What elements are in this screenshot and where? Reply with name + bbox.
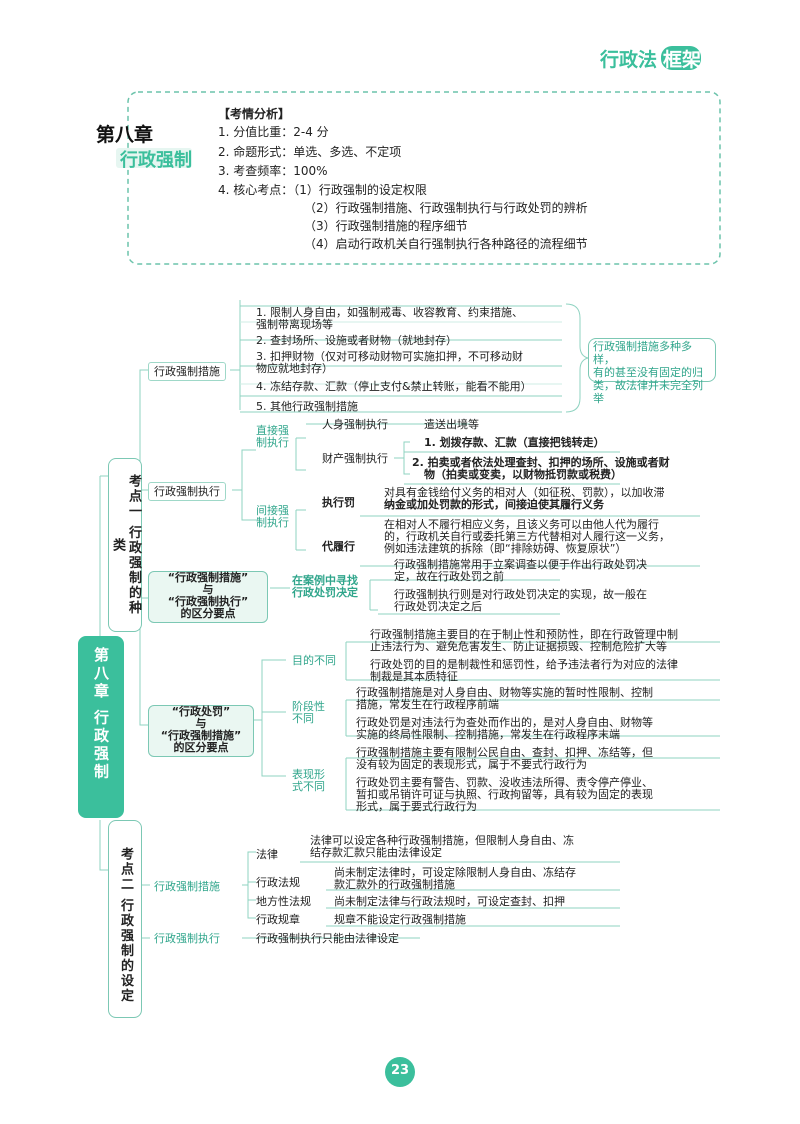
diff1-a-2: 定，故在行政处罚之前: [394, 570, 504, 583]
kp1-label: 考点一 行政强制的种类: [110, 474, 141, 616]
measure-item-3b: 物应就地封存）: [256, 362, 333, 375]
setting-admin-reg-text-1: 尚未制定法律时，可设定除限制人身自由、冻结存: [334, 866, 576, 879]
diff1-key-1: 在案例中寻找: [292, 574, 358, 587]
diff1-l4: 的区分要点: [180, 607, 236, 620]
property-item-2a: 2. 拍卖或者依法处理查封、扣押的场所、设施或者财: [412, 456, 670, 469]
setting-rules-text: 规章不能设定行政强制措施: [334, 913, 466, 926]
setting-local-reg-label: 地方性法规: [256, 895, 311, 908]
form-b-1: 行政处罚主要有警告、罚款、没收违法所得、责令停产停业、: [356, 776, 653, 789]
form-a-1: 行政强制措施主要有限制公民自由、查封、扣押、冻结等，但: [356, 746, 653, 759]
exec-fine-text-2: 纳金或加处罚款的形式，间接迫使其履行义务: [384, 498, 604, 511]
kp2-node: 考点二 行政强制的设定: [108, 820, 142, 1018]
setting-law-text-1: 法律可以设定各种行政强制措施，但限制人身自由、冻: [310, 834, 574, 847]
measure-item-4: 4. 冻结存款、汇款（停止支付&禁止转账，能看不能用）: [256, 380, 532, 393]
measure-item-1b: 强制带离现场等: [256, 318, 333, 331]
setting-exec-text: 行政强制执行只能由法律设定: [256, 932, 399, 945]
analysis-line-1: 1. 分值比重：2-4 分: [218, 125, 329, 139]
personal-exec-item: 遣送出境等: [424, 418, 479, 431]
purpose-b-1: 行政处罚的目的是制裁性和惩罚性，给予违法者行为对应的法律: [370, 658, 678, 671]
exec-sub-text-2: 的，行政机关自行或委托第三方代替相对人履行这一义务，: [384, 530, 670, 543]
setting-admin-reg-label: 行政法规: [256, 876, 300, 889]
diff2-node: “行政处罚” 与 “行政强制措施” 的区分要点: [148, 705, 254, 757]
diff2-l1: “行政处罚”: [171, 705, 231, 718]
analysis-line-2: 2. 命题形式：单选、多选、不定项: [218, 145, 402, 159]
purpose-a-2: 止违法行为、避免危害发生、防止证据损毁、控制危险扩大等: [370, 640, 667, 653]
diff2-l2: 与: [195, 717, 207, 730]
form-a-2: 没有较为固定的表现形式，属于不要式行政行为: [356, 758, 587, 771]
measure-item-5: 5. 其他行政强制措施: [256, 400, 358, 413]
execution-node: 行政强制执行: [148, 482, 226, 501]
note-line-2: 有的甚至没有固定的归: [593, 366, 703, 379]
diff1-l2: 与: [202, 583, 214, 596]
exec-substitute-label: 代履行: [322, 540, 355, 553]
brand-badge: 框架: [663, 48, 702, 71]
analysis-core-4: （4）启动行政机关自行强制执行各种路径的流程细节: [304, 237, 588, 251]
measures-node: 行政强制措施: [148, 362, 226, 381]
setting-admin-reg-text-2: 款汇款外的行政强制措施: [334, 878, 455, 891]
root-label: 第八章 行政强制: [92, 647, 110, 782]
exec-sub-text-1: 在相对人不履行相应义务，且该义务可以由他人代为履行: [384, 518, 659, 531]
diff2-l3: “行政强制措施”: [160, 729, 242, 742]
measure-item-1a: 1. 限制人身自由，如强制戒毒、收容教育、约束措施、: [256, 306, 523, 319]
diff1-b-1: 行政强制执行则是对行政处罚决定的实现，故一般在: [394, 588, 647, 601]
diff1-l3: “行政强制执行”: [167, 595, 249, 608]
purpose-a-1: 行政强制措施主要目的在于制止性和预防性，即在行政管理中制: [370, 628, 678, 641]
stage-a-1: 行政强制措施是对人身自由、财物等实施的暂时性限制、控制: [356, 686, 653, 699]
kp1-node: 考点一 行政强制的种类: [108, 458, 142, 632]
brand-text: 行政法: [600, 48, 658, 71]
stage-b-1: 行政处罚是对违法行为查处而作出的，是对人身自由、财物等: [356, 716, 653, 729]
setting-local-reg-text: 尚未制定法律与行政法规时，可设定查封、扣押: [334, 895, 565, 908]
note-line-3: 类，故法律并未完全列举: [593, 379, 703, 405]
stage-b-2: 实施的终局性限制、控制措施，常发生在行政程序末端: [356, 728, 620, 741]
analysis-line-3: 3. 考查频率：100%: [218, 164, 328, 178]
diff1-node: “行政强制措施” 与 “行政强制执行” 的区分要点: [148, 571, 268, 623]
analysis-line-4: 4. 核心考点：（1）行政强制的设定权限: [218, 183, 427, 197]
measure-item-3a: 3. 扣押财物（仅对可移动财物可实施扣押，不可移动财: [256, 350, 523, 363]
setting-rules-label: 行政规章: [256, 913, 300, 926]
measure-item-2: 2. 查封场所、设施或者财物（就地封存）: [256, 334, 457, 347]
setting-exec-label: 行政强制执行: [154, 932, 220, 945]
purpose-b-2: 制裁是其本质特征: [370, 670, 458, 683]
kp2-label: 考点二 行政强制的设定: [118, 847, 133, 1004]
page-number: 23: [390, 1063, 410, 1078]
measures-note: 行政强制措施多种多样， 有的甚至没有固定的归 类，故法律并未完全列举: [588, 338, 716, 405]
stage-label-2: 不同: [292, 712, 314, 725]
indirect-exec-1: 间接强: [256, 504, 289, 517]
personal-exec-label: 人身强制执行: [322, 418, 388, 431]
diff1-b-2: 行政处罚决定之后: [394, 600, 482, 613]
purpose-label: 目的不同: [292, 654, 336, 667]
indirect-exec-2: 制执行: [256, 516, 289, 529]
setting-law-text-2: 结存款汇款只能由法律设定: [310, 846, 442, 859]
setting-measures-label: 行政强制措施: [154, 880, 220, 893]
diff1-a-1: 行政强制措施常用于立案调查以便于作出行政处罚决: [394, 558, 647, 571]
setting-law-label: 法律: [256, 848, 278, 861]
exec-fine-text-1: 对具有金钱给付义务的相对人（如征税、罚款），以加收滞: [384, 486, 665, 499]
direct-exec-2: 制执行: [256, 436, 289, 449]
exec-fine-label: 执行罚: [322, 496, 355, 509]
form-label-1: 表现形: [292, 768, 325, 781]
chapter-title: 行政强制: [120, 150, 192, 171]
diff1-key-2: 行政处罚决定: [292, 586, 358, 599]
diff1-l1: “行政强制措施”: [167, 571, 249, 584]
analysis-heading: 【考情分析】: [218, 107, 291, 121]
stage-label-1: 阶段性: [292, 700, 325, 713]
property-exec-label: 财产强制执行: [322, 452, 388, 465]
direct-exec-1: 直接强: [256, 424, 289, 437]
analysis-core-3: （3）行政强制措施的程序细节: [304, 219, 468, 233]
form-b-3: 形式，属于要式行政行为: [356, 800, 477, 813]
header-brand: 行政法 框架: [600, 46, 703, 71]
stage-a-2: 措施，常发生在行政程序前端: [356, 698, 499, 711]
property-item-1: 1. 划拨存款、汇款（直接把钱转走）: [424, 436, 605, 449]
form-label-2: 式不同: [292, 780, 325, 793]
chapter-number: 第八章: [96, 124, 154, 146]
property-item-2b: 物（拍卖或变卖，以财物抵罚款或税费）: [424, 468, 622, 481]
analysis-core-2: （2）行政强制措施、行政强制执行与行政处罚的辨析: [304, 201, 588, 215]
root-node: 第八章 行政强制: [78, 636, 124, 818]
diff2-l4: 的区分要点: [173, 741, 229, 754]
note-line-1: 行政强制措施多种多样，: [593, 340, 692, 366]
exec-sub-text-3: 例如违法建筑的拆除（即“排除妨碍、恢复原状”）: [384, 542, 627, 555]
form-b-2: 暂扣或吊销许可证与执照、行政拘留等，具有较为固定的表现: [356, 788, 653, 801]
